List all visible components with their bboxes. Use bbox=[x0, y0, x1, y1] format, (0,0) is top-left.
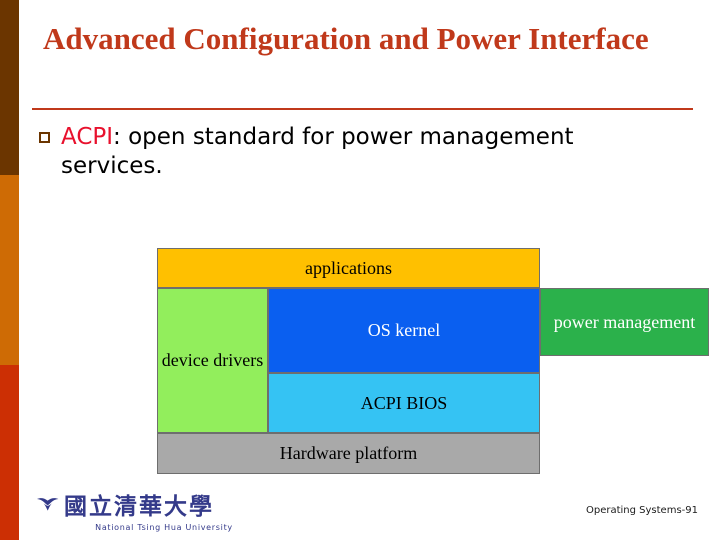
diagram-box-hardware-platform: Hardware platform bbox=[157, 433, 540, 474]
university-logo: 國立清華大學 National Tsing Hua University bbox=[36, 487, 266, 532]
diagram-box-acpi-bios: ACPI BIOS bbox=[268, 373, 540, 433]
bullet-keyword: ACPI bbox=[61, 124, 114, 150]
diagram-box-os-kernel: OS kernel bbox=[268, 288, 540, 373]
diagram-box-power-management: power management bbox=[540, 288, 709, 356]
body-content: ACPI: open standard for power management… bbox=[39, 123, 659, 181]
diagram-box-applications: applications bbox=[157, 248, 540, 288]
logo-english-text: National Tsing Hua University bbox=[95, 523, 233, 532]
diagram-box-device-drivers: device drivers bbox=[157, 288, 268, 433]
eagle-emblem-icon bbox=[36, 496, 60, 512]
logo-row: 國立清華大學 bbox=[36, 487, 266, 521]
bullet-square-icon bbox=[39, 132, 50, 143]
sidebar-band-top bbox=[0, 0, 19, 175]
page-title: Advanced Configuration and Power Interfa… bbox=[43, 21, 649, 56]
logo-chinese-text: 國立清華大學 bbox=[64, 493, 214, 520]
title-divider bbox=[32, 108, 693, 110]
sidebar-band-middle bbox=[0, 175, 19, 365]
acpi-architecture-diagram: applications device drivers OS kernel AC… bbox=[157, 248, 709, 474]
sidebar-band-bottom bbox=[0, 365, 19, 540]
list-item: ACPI: open standard for power management… bbox=[39, 123, 659, 181]
bullet-text: ACPI: open standard for power management… bbox=[61, 123, 659, 181]
bullet-rest: : open standard for power management ser… bbox=[61, 124, 574, 179]
title-block: Advanced Configuration and Power Interfa… bbox=[43, 22, 693, 55]
footer-note: Operating Systems-91 bbox=[585, 505, 698, 516]
